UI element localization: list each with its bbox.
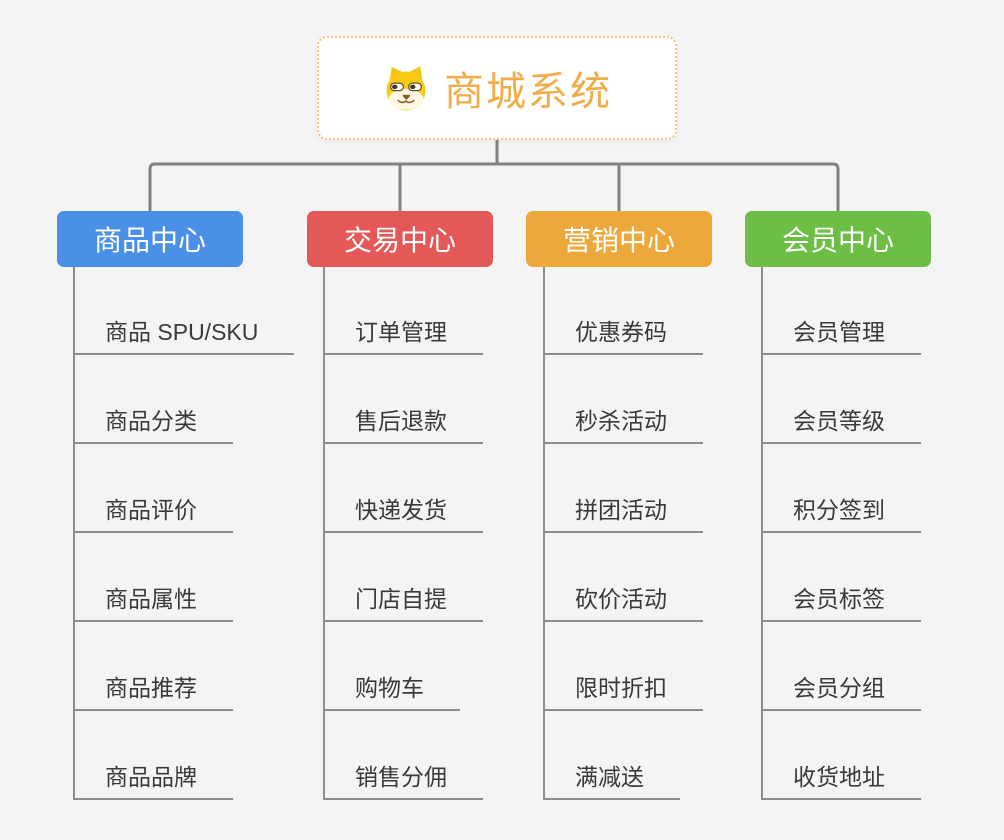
leaf-node[interactable]: 会员标签 bbox=[761, 580, 921, 622]
root-node-label: 商城系统 bbox=[444, 70, 612, 114]
leaf-node[interactable]: 商品评价 bbox=[73, 491, 233, 533]
leaf-node[interactable]: 砍价活动 bbox=[543, 580, 703, 622]
leaf-node[interactable]: 商品推荐 bbox=[73, 669, 233, 711]
leaf-node[interactable]: 商品品牌 bbox=[73, 758, 233, 800]
leaf-node[interactable]: 商品分类 bbox=[73, 402, 233, 444]
leaf-node[interactable]: 拼团活动 bbox=[543, 491, 703, 533]
leaf-node[interactable]: 积分签到 bbox=[761, 491, 921, 533]
leaf-node[interactable]: 限时折扣 bbox=[543, 669, 703, 711]
leaf-node[interactable]: 售后退款 bbox=[323, 402, 483, 444]
branch-node-trade-center[interactable]: 交易中心 bbox=[307, 211, 493, 267]
leaf-node[interactable]: 订单管理 bbox=[323, 313, 483, 355]
branch-child-line: 会员管理 会员等级 积分签到 会员标签 会员分组 收货地址 bbox=[761, 267, 921, 800]
root-node[interactable]: 商城系统 bbox=[317, 36, 677, 140]
leaf-node[interactable]: 优惠券码 bbox=[543, 313, 703, 355]
leaf-node[interactable]: 满减送 bbox=[543, 758, 680, 800]
branch-child-line: 优惠券码 秒杀活动 拼团活动 砍价活动 限时折扣 满减送 bbox=[543, 267, 703, 800]
branch-child-line: 商品 SPU/SKU 商品分类 商品评价 商品属性 商品推荐 商品品牌 bbox=[73, 267, 295, 800]
branch-node-product-center[interactable]: 商品中心 bbox=[57, 211, 243, 267]
branch-node-member-center[interactable]: 会员中心 bbox=[745, 211, 931, 267]
leaf-node[interactable]: 快递发货 bbox=[323, 491, 483, 533]
leaf-node[interactable]: 门店自提 bbox=[323, 580, 483, 622]
leaf-node[interactable]: 会员管理 bbox=[761, 313, 921, 355]
leaf-node[interactable]: 会员分组 bbox=[761, 669, 921, 711]
leaf-node[interactable]: 会员等级 bbox=[761, 402, 921, 444]
leaf-node[interactable]: 商品属性 bbox=[73, 580, 233, 622]
branch-node-marketing-center[interactable]: 营销中心 bbox=[526, 211, 712, 267]
leaf-node[interactable]: 购物车 bbox=[323, 669, 460, 711]
leaf-node[interactable]: 销售分佣 bbox=[323, 758, 483, 800]
leaf-node[interactable]: 秒杀活动 bbox=[543, 402, 703, 444]
leaf-node[interactable]: 收货地址 bbox=[761, 758, 921, 800]
dog-icon bbox=[386, 66, 426, 111]
leaf-node[interactable]: 商品 SPU/SKU bbox=[73, 313, 295, 355]
branch-child-line: 订单管理 售后退款 快递发货 门店自提 购物车 销售分佣 bbox=[323, 267, 483, 800]
